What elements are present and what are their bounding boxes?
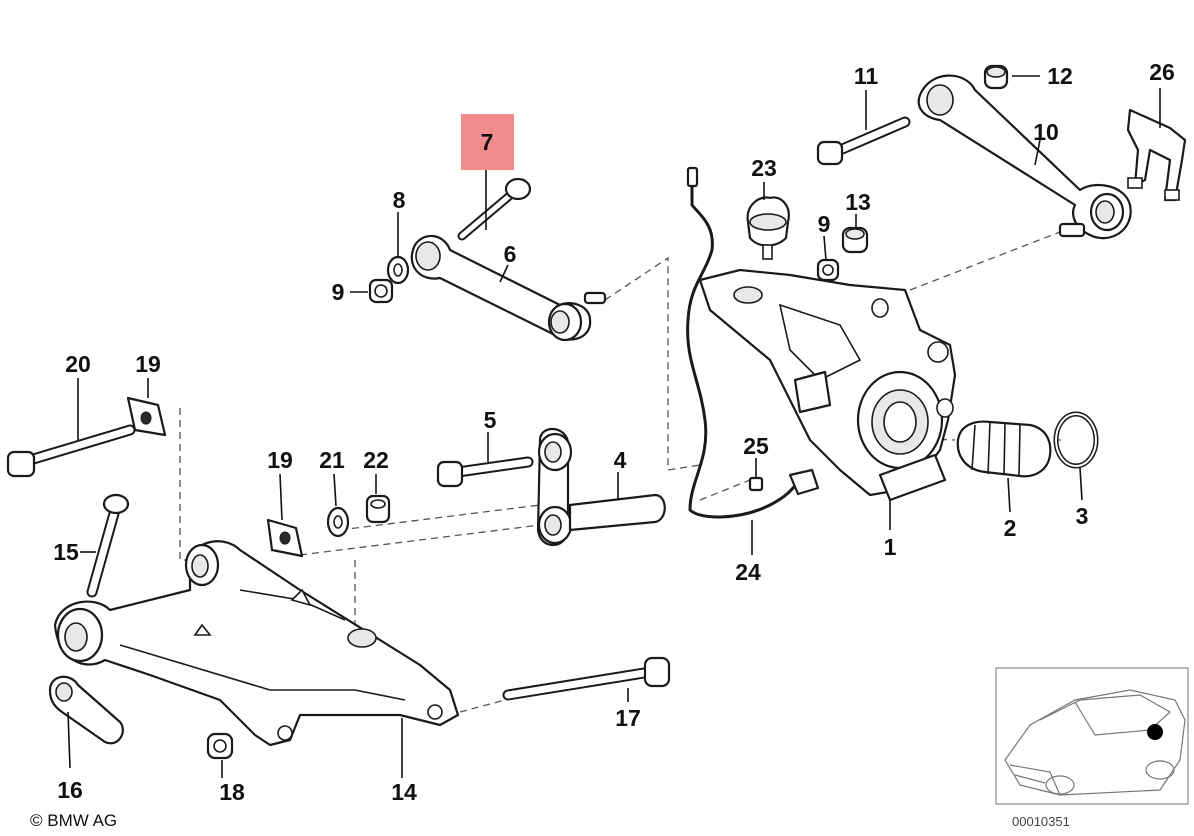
part-13-bushing[interactable] <box>841 226 869 254</box>
leader-lines <box>67 75 1161 778</box>
part-7-bolt[interactable] <box>457 177 532 241</box>
vehicle-locator <box>995 667 1189 805</box>
callout-19-top[interactable]: 19 <box>135 351 161 377</box>
part-14-lower-control-arm[interactable] <box>53 540 460 747</box>
callout-1[interactable]: 1 <box>884 534 897 560</box>
part-1-wheel-carrier[interactable] <box>698 268 957 502</box>
part-2-shaft-boot[interactable] <box>956 420 1052 478</box>
part-9-nut-left[interactable] <box>368 278 394 304</box>
callout-17[interactable]: 17 <box>615 705 641 731</box>
part-16-end-link[interactable] <box>48 675 124 745</box>
reference-number: 00010351 <box>1012 814 1070 829</box>
callout-9-right[interactable]: 9 <box>818 211 831 237</box>
callout-24[interactable]: 24 <box>735 559 761 585</box>
callout-7[interactable]: 7 <box>481 129 494 155</box>
part-17-long-bolt[interactable] <box>502 656 671 701</box>
copyright-text: © BMW AG <box>30 811 117 830</box>
part-12-bushing[interactable] <box>983 64 1009 90</box>
part-21-washer[interactable] <box>326 506 350 538</box>
callout-26[interactable]: 26 <box>1149 59 1175 85</box>
part-19-bushing-top[interactable] <box>126 396 167 437</box>
part-4-link[interactable] <box>536 427 666 546</box>
callout-18[interactable]: 18 <box>219 779 245 805</box>
part-5-bolt[interactable] <box>436 456 534 488</box>
callout-6[interactable]: 6 <box>504 241 517 267</box>
part-19-bushing-mid[interactable] <box>266 518 304 558</box>
callout-21[interactable]: 21 <box>319 447 345 473</box>
part-10-upper-arm[interactable] <box>917 74 1132 240</box>
callout-3[interactable]: 3 <box>1076 503 1089 529</box>
highlight-box-part-7 <box>461 114 514 170</box>
callout-2[interactable]: 2 <box>1004 515 1017 541</box>
callout-10[interactable]: 10 <box>1033 119 1059 145</box>
callout-25[interactable]: 25 <box>743 433 769 459</box>
callout-12[interactable]: 12 <box>1047 63 1073 89</box>
car-location-icon <box>1004 689 1186 796</box>
part-24-sensor-cable[interactable] <box>686 166 820 519</box>
callout-8[interactable]: 8 <box>393 187 406 213</box>
part-26-bracket[interactable] <box>1126 108 1187 202</box>
part-9-nut-right[interactable] <box>816 258 840 282</box>
callouts: 7 8 9 6 11 12 26 10 23 13 9 5 4 25 24 1 … <box>53 59 1175 805</box>
callout-16[interactable]: 16 <box>57 777 83 803</box>
callout-14[interactable]: 14 <box>391 779 417 805</box>
part-11-bolt[interactable] <box>816 116 911 166</box>
part-20-long-bolt[interactable] <box>6 424 136 478</box>
part-6-control-arm[interactable] <box>410 234 607 342</box>
part-22-nut[interactable] <box>365 494 391 524</box>
callout-13[interactable]: 13 <box>845 189 871 215</box>
callout-19-mid[interactable]: 19 <box>267 447 293 473</box>
callout-20[interactable]: 20 <box>65 351 91 377</box>
callout-5[interactable]: 5 <box>484 407 497 433</box>
part-25-screw[interactable] <box>748 476 764 492</box>
callout-15[interactable]: 15 <box>53 539 79 565</box>
part-8-washer[interactable] <box>386 255 410 285</box>
part-3-circlip[interactable] <box>1053 411 1099 469</box>
callout-4[interactable]: 4 <box>614 447 627 473</box>
part-23-rubber-mount[interactable] <box>746 196 790 260</box>
part-15-bolt[interactable] <box>86 493 130 598</box>
callout-23[interactable]: 23 <box>751 155 777 181</box>
part-18-nut[interactable] <box>206 732 234 760</box>
callout-11[interactable]: 11 <box>854 63 879 89</box>
callout-9-left[interactable]: 9 <box>332 279 345 305</box>
callout-22[interactable]: 22 <box>363 447 389 473</box>
